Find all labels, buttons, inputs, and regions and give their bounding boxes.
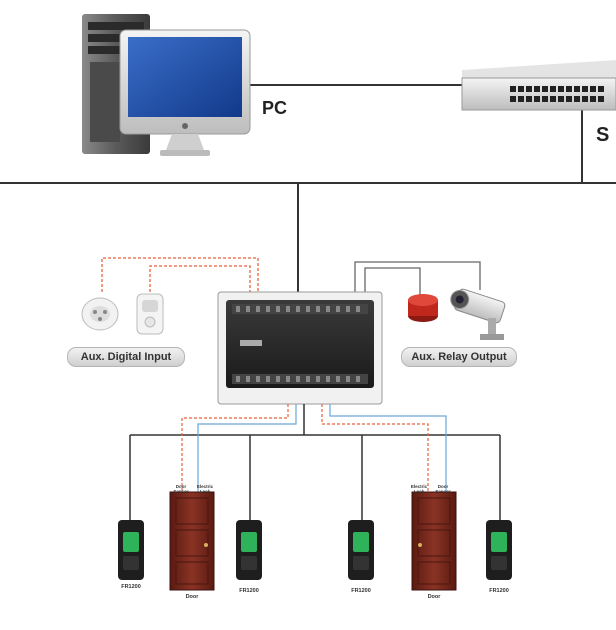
door-icon [169,491,215,591]
door-icon [411,491,457,591]
fingerprint-reader-icon [486,520,512,580]
reader-model-label: FR1200 [351,588,371,594]
door-label: Door [427,594,441,600]
tcp-wiring [0,84,616,292]
electric-lock-label: Electric Lock [410,484,428,494]
fingerprint-reader-icon [236,520,262,580]
door-sensor-label: Door Sensor [173,484,189,494]
controller-door-wiring [129,404,501,520]
reader-model-label: FR1200 [239,588,259,594]
pir-sensor-icon [136,293,164,335]
relay-output-wiring [354,261,481,298]
aux-relay-output-label: Aux. Relay Output [401,347,517,367]
fingerprint-reader-icon [348,520,374,580]
reader-model-label: FR1200 [489,588,509,594]
network-switch-icon [461,60,616,111]
aux-digital-input-label: Aux. Digital Input [67,347,185,367]
access-controller-icon [217,291,383,405]
door-sensor-label: Door Sensor [435,484,451,494]
monitor-icon [119,29,251,156]
siren-icon [408,294,438,322]
cctv-camera-icon [450,288,506,340]
aux-input-wiring [101,257,259,292]
door-label: Door [185,594,199,600]
electric-lock-label: Electric Lock [196,484,214,494]
switch-label: S [596,124,610,146]
smoke-detector-icon [81,297,119,331]
fingerprint-reader-icon [118,520,144,580]
reader-model-label: FR1200 [121,584,141,590]
pc-label: PC [262,98,288,118]
